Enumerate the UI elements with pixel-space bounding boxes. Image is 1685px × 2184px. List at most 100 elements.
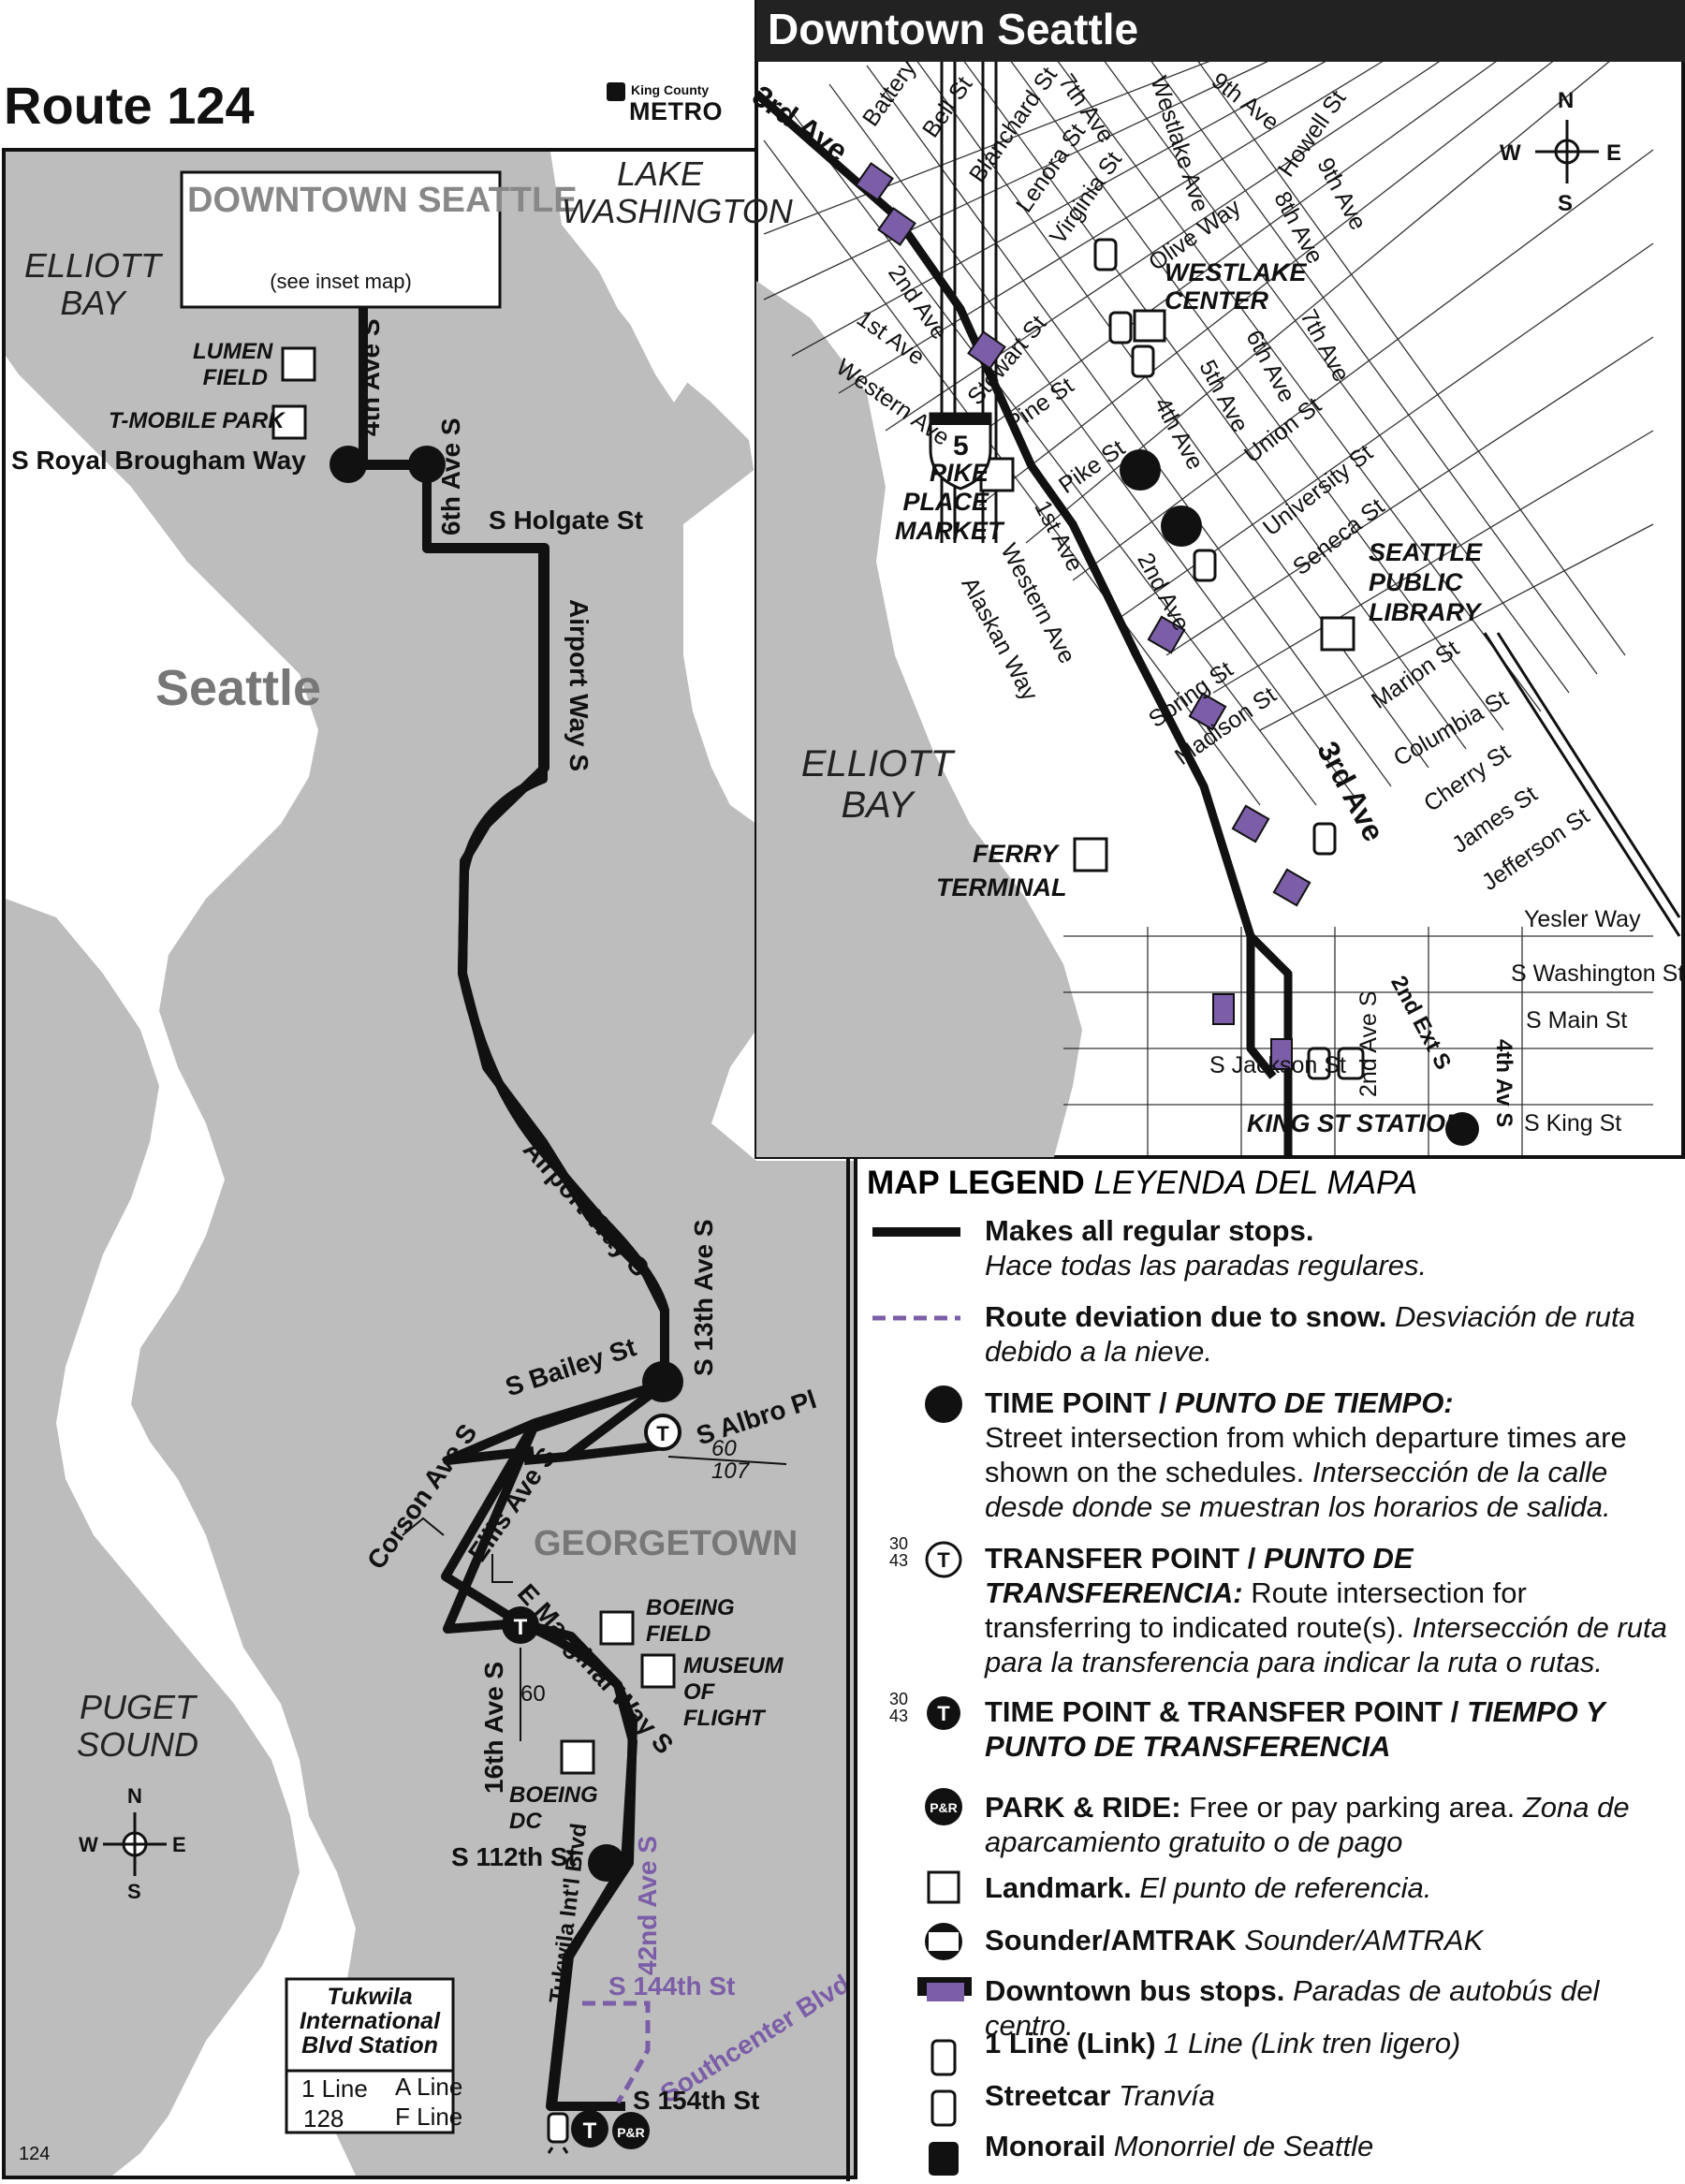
park-ride-icon: P&R xyxy=(612,2112,650,2149)
compass-inset-n: N xyxy=(1558,88,1575,113)
compass-inset-w: W xyxy=(1500,140,1521,166)
water-elliott-bay: ELLIOTT BAY xyxy=(23,246,162,322)
station-row-1-a: 1 Line xyxy=(301,2074,368,2103)
area-georgetown: GEORGETOWN xyxy=(534,1524,799,1563)
downtown-box-title: DOWNTOWN SEATTLE xyxy=(187,181,578,220)
landmark-boxes xyxy=(271,346,676,1775)
water-lake xyxy=(552,152,756,824)
compass-main-n: N xyxy=(127,1784,142,1808)
inset-header: Downtown Seattle xyxy=(756,0,1685,62)
inset-2nd-ave-s: 2nd Ave S xyxy=(1355,990,1382,1097)
legend-transfer-routes-2: 30 43 xyxy=(889,1690,909,1725)
street-112th: S 112th St xyxy=(451,1842,577,1871)
inset-king-st-station: KING ST STATION xyxy=(1247,1109,1464,1137)
king-county-crown-icon xyxy=(607,82,625,101)
water-lake-washington: LAKE WASHINGTON xyxy=(562,154,793,230)
inset-elliott-bay: ELLIOTT BAY xyxy=(800,743,954,826)
compass-main-e: E xyxy=(172,1833,186,1856)
street-16th-ave: 16th Ave S xyxy=(479,1661,508,1794)
water-puget-sound: PUGET SOUND xyxy=(77,1688,199,1764)
station-box xyxy=(285,1977,455,2134)
street-holgate: S Holgate St xyxy=(489,506,643,535)
svg-text:T: T xyxy=(937,1548,950,1572)
street-13th-ave: S 13th Ave S xyxy=(689,1219,718,1376)
legend-item-transfer-point: TRANSFER POINT / PUNTO DE TRANSFERENCIA:… xyxy=(985,1542,1667,1678)
legend-item-monorail: Monorail Monorriel de Seattle xyxy=(985,2130,1374,2162)
snow-deviation xyxy=(582,2001,651,2104)
svg-text:P&R: P&R xyxy=(617,2125,645,2140)
legend-transfer-routes-1: 30 43 xyxy=(889,1534,909,1570)
inset-main: S Main St xyxy=(1526,1007,1628,1033)
compass-main-w: W xyxy=(79,1833,98,1856)
legend-item-time-transfer: TIME POINT & TRANSFER POINT / TIEMPO Y P… xyxy=(985,1695,1604,1763)
inset-water xyxy=(756,281,1082,1157)
inset-jackson: S Jackson St xyxy=(1209,1052,1346,1078)
landmark-boeing-field: BOEING FIELD xyxy=(646,1595,735,1647)
inset-westlake-center: WESTLAKE CENTER xyxy=(1165,258,1307,315)
area-seattle: Seattle xyxy=(155,660,322,716)
inset-library: SEATTLE PUBLIC LIBRARY xyxy=(1369,538,1482,626)
legend-item-time-point: TIME POINT / PUNTO DE TIEMPO:Street inte… xyxy=(985,1386,1627,1523)
legend-item-1-line: 1 Line (Link) 1 Line (Link tren ligero) xyxy=(985,2027,1461,2059)
inset-i5-label: 5 xyxy=(953,431,969,462)
inset-king: S King St xyxy=(1524,1110,1622,1136)
street-154th: S 154th St xyxy=(633,2086,760,2115)
transfer-routes-albro: 60 107 xyxy=(711,1436,750,1484)
station-row-2-b: F Line xyxy=(395,2103,463,2131)
light-rail-icon xyxy=(547,2112,569,2154)
station-row-2-a: 128 xyxy=(303,2104,344,2133)
svg-text:T: T xyxy=(583,2118,597,2144)
compass-main-s: S xyxy=(127,1880,141,1903)
station-box-title: Tukwila International Blvd Station xyxy=(300,1984,441,2059)
legend-item-sounder: Sounder/AMTRAK Sounder/AMTRAK xyxy=(985,1924,1484,1957)
time-transfer-point-tukwila: T xyxy=(571,2110,608,2147)
inset-4th-av-s: 4th Av S xyxy=(1491,1039,1516,1128)
compass-inset xyxy=(1535,120,1599,183)
downtown-box-subtitle: (see inset map) xyxy=(270,270,412,293)
time-point-6th-ave xyxy=(408,446,446,483)
inset-route xyxy=(755,90,1293,1157)
logo-line1: King County xyxy=(631,82,710,97)
legend-divider xyxy=(846,1157,850,2181)
landmark-museum-of-flight: MUSEUM OF FLIGHT xyxy=(683,1653,784,1731)
legend-item-downtown-stops: Downtown bus stops. Paradas de autobús d… xyxy=(985,1974,1600,2042)
legend-item-streetcar: Streetcar Tranvía xyxy=(985,2079,1215,2112)
inset-yesler: Yesler Way xyxy=(1524,906,1641,932)
inset-washington: S Washington St xyxy=(1511,960,1685,987)
route-title: Route 124 xyxy=(4,76,255,135)
street-royal-brougham: S Royal Brougham Way xyxy=(11,446,306,475)
inset-title: Downtown Seattle xyxy=(768,5,1139,53)
landmark-t-mobile-park: T-MOBILE PARK xyxy=(109,408,285,433)
compass-inset-s: S xyxy=(1558,191,1574,216)
time-point-royal-brougham xyxy=(330,446,367,483)
inset-sounder-icon xyxy=(1445,1112,1479,1146)
downtown-box xyxy=(180,170,502,309)
street-airport-way-1: Airport Way S xyxy=(564,599,593,772)
rail-lines xyxy=(1483,632,1681,937)
time-point-bailey xyxy=(642,1361,683,1402)
legend-item-park-ride: PARK & RIDE: Free or pay parking area. Z… xyxy=(985,1791,1630,1858)
landmark-lumen-field: LUMEN FIELD xyxy=(193,339,273,390)
legend-item-regular-stops: Makes all regular stops.Hace todas las p… xyxy=(985,1214,1428,1282)
legend-symbols: T T P&R xyxy=(872,1227,972,2176)
footer-code: 124 xyxy=(19,2144,51,2164)
direction-arrows xyxy=(402,1517,513,1583)
inset-transit-icons xyxy=(1093,238,1365,1080)
legend-item-deviation: Route deviation due to snow. Desviación … xyxy=(985,1300,1635,1368)
svg-text:T: T xyxy=(656,1422,669,1445)
street-4th-ave-s: 4th Ave S xyxy=(356,318,385,436)
downtown-stops xyxy=(855,162,1311,1070)
landmark-boeing-dc: BOEING DC xyxy=(509,1782,598,1834)
inset-time-point-2 xyxy=(1161,506,1202,547)
svg-text:T: T xyxy=(514,1615,528,1640)
transfer-point-albro: T xyxy=(644,1414,681,1451)
map-legend: MAP LEGEND LEYENDA DEL MAPA T T P&R 30 4… xyxy=(867,1161,1685,2184)
legend-item-landmark: Landmark. El punto de referencia. xyxy=(985,1871,1432,1904)
transfer-routes-16th: 60 xyxy=(520,1681,546,1707)
compass-inset-e: E xyxy=(1606,140,1622,166)
inset-map xyxy=(755,0,1685,1159)
compass-main xyxy=(103,1812,167,1876)
time-transfer-point-marginal: T xyxy=(502,1606,539,1644)
time-point-112th xyxy=(588,1844,625,1882)
legend-title: MAP LEGEND LEYENDA DEL MAPA xyxy=(867,1165,1418,1201)
